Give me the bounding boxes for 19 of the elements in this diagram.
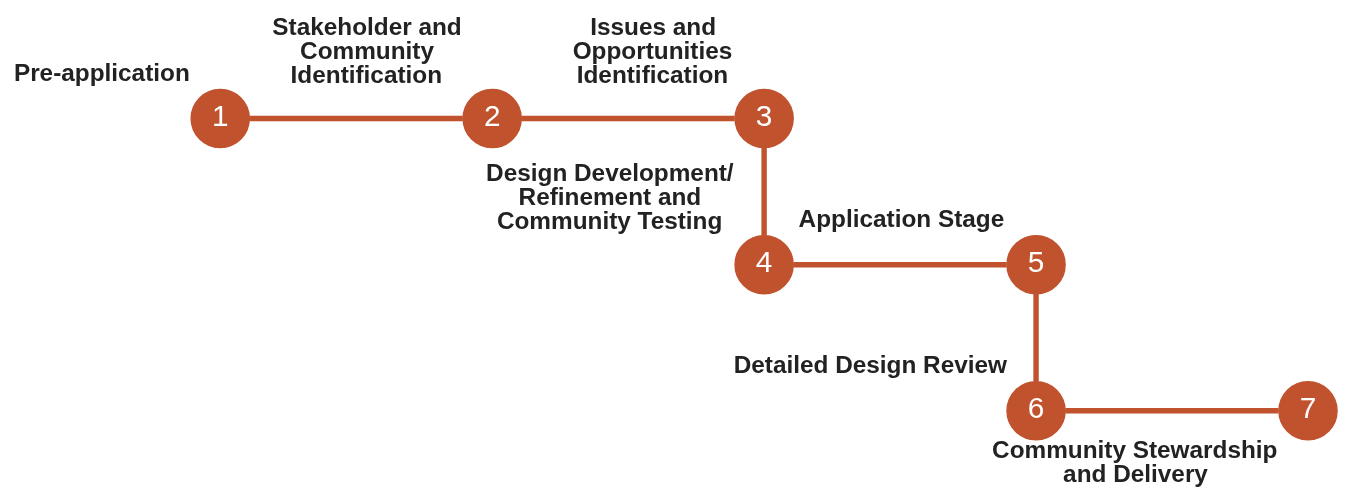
node-label: Design Development/ Refinement and Community Testing [486, 158, 734, 234]
node-label: Issues and Opportunities Identification [572, 12, 733, 88]
node-circle: 4 [734, 234, 794, 294]
node-circle: 6 [1006, 380, 1066, 441]
connector [1065, 407, 1279, 413]
node-label: Stakeholder and Community Identification [272, 12, 462, 88]
node-circle: 7 [1278, 380, 1338, 441]
connector [1033, 293, 1039, 381]
node-label: Application Stage [798, 204, 1005, 232]
node-circle: 2 [462, 88, 522, 148]
connector [793, 261, 1007, 267]
node-circle: 3 [734, 88, 794, 148]
node-circle: 5 [1006, 234, 1066, 294]
node-label: Detailed Design Review [733, 350, 1007, 378]
node-circle: 1 [190, 88, 250, 148]
connector [521, 115, 735, 121]
node-label: Pre-application [13, 58, 190, 86]
connector [249, 115, 463, 121]
connector [761, 147, 767, 235]
